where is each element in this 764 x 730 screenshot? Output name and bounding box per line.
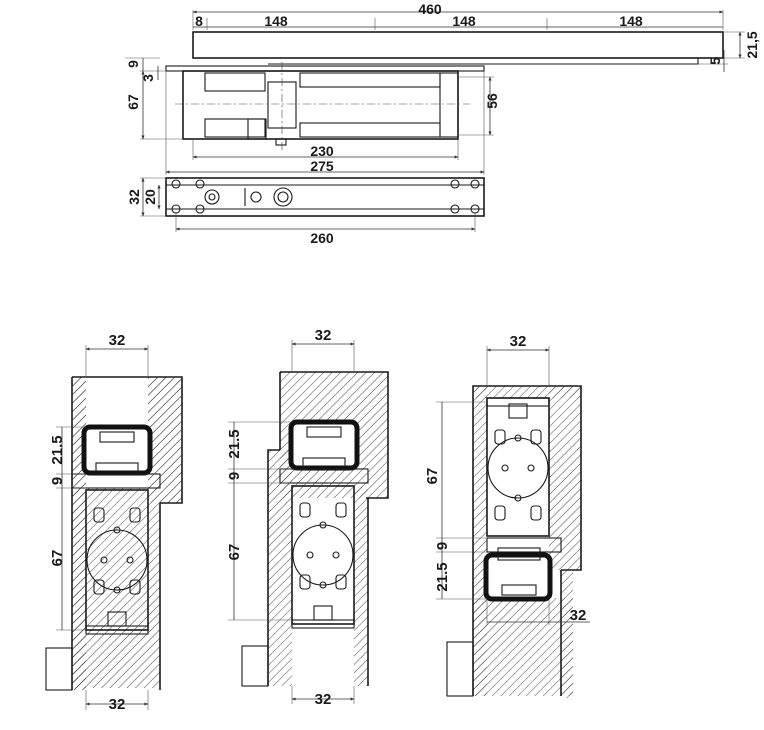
s3-dim-67: 67	[424, 468, 441, 485]
s2-dim-21-5: 21.5	[226, 429, 243, 458]
dim-3: 3	[140, 74, 156, 82]
plate-outline	[165, 177, 485, 217]
dim-67-top: 67	[125, 94, 141, 110]
dim-230: 230	[310, 143, 334, 159]
s1-dim-32-top: 32	[109, 332, 126, 349]
plan-view: 32 20 260	[126, 177, 485, 246]
s3-dim-32-bottom: 32	[570, 607, 587, 624]
arm-tip	[268, 57, 699, 65]
dim-56: 56	[484, 93, 500, 109]
dim-20: 20	[142, 189, 158, 205]
arm-body	[192, 31, 724, 59]
elevation-view: 460 8 148 148 148 21,5 5 9 3 67 56	[125, 1, 760, 175]
dim-148-c: 148	[619, 13, 643, 29]
dim-32-plate: 32	[126, 189, 142, 205]
s1-dim-9: 9	[49, 477, 66, 485]
dim-148-a: 148	[264, 13, 288, 29]
dim-5: 5	[707, 57, 723, 65]
s1-dim-21-5: 21.5	[49, 435, 66, 464]
section-1: 32 21.5 9 67 32	[45, 332, 183, 713]
s3-dim-21-5: 21.5	[434, 562, 451, 591]
dim-460: 460	[418, 1, 442, 17]
section-2: 32 21.5 9 67 32	[226, 327, 389, 708]
s3-dim-9: 9	[434, 542, 451, 550]
s2-dim-32-bottom: 32	[315, 691, 332, 708]
dim-9-top: 9	[125, 60, 141, 68]
s1-dim-67: 67	[49, 550, 66, 567]
dim-8: 8	[195, 13, 203, 29]
s2-dim-9: 9	[226, 472, 243, 480]
dim-148-b: 148	[452, 13, 476, 29]
s2-dim-67: 67	[226, 544, 243, 561]
dim-21-5-arm: 21,5	[744, 31, 760, 58]
s2-dim-32-top: 32	[315, 327, 332, 344]
s1-dim-32-bottom: 32	[109, 696, 126, 713]
closer-body	[182, 70, 459, 140]
dim-260: 260	[310, 230, 334, 246]
section-3: 32 67 9 21.5 32	[424, 333, 590, 698]
s3-dim-32-top: 32	[510, 333, 527, 350]
dim-275: 275	[310, 158, 334, 174]
